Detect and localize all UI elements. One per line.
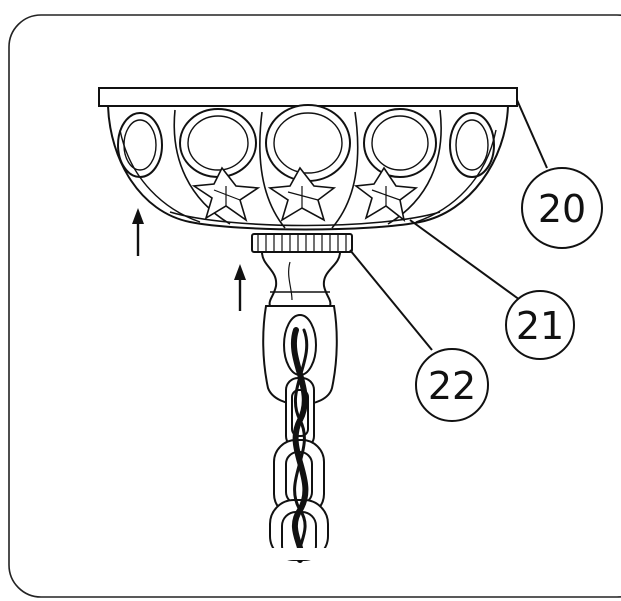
up-arrow-icon [132, 208, 144, 256]
callout-20-label: 20 [538, 187, 586, 231]
locking-ring [251, 233, 353, 253]
diagram-frame [8, 14, 621, 598]
chain-cutoff [240, 548, 360, 560]
callout-22-label: 22 [428, 364, 476, 408]
leader-lines [349, 99, 548, 351]
callout-22: 22 [415, 348, 489, 422]
power-wire [290, 327, 309, 563]
canopy-bowl [106, 104, 510, 231]
callout-20: 20 [521, 167, 603, 249]
up-arrow-icon [234, 264, 246, 311]
callout-21: 21 [505, 290, 575, 360]
callout-21-label: 21 [516, 304, 564, 348]
canopy-plate [98, 87, 518, 107]
swivel-stem [260, 251, 342, 406]
